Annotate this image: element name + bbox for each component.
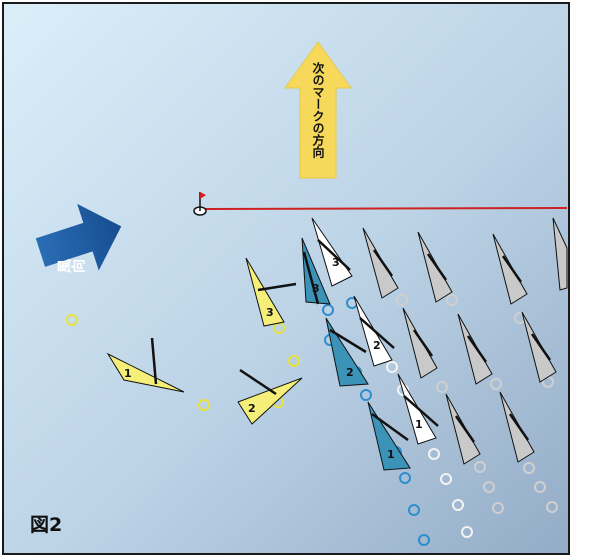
yellow-boat-2: 2 — [237, 368, 303, 425]
blue-boat-number: 1 — [387, 448, 395, 461]
gray-boat — [499, 391, 535, 463]
gray-boats — [362, 217, 568, 465]
yellow-boat-3: 3 — [245, 257, 297, 327]
blue-boat-number: 2 — [346, 366, 354, 379]
wind-arrow — [35, 203, 122, 271]
gray-boat — [402, 307, 438, 379]
blue-boat-3: 3 — [301, 237, 331, 305]
figure-label: 図2 — [30, 514, 63, 536]
water-background — [2, 2, 570, 555]
white-boat-number: 3 — [332, 256, 340, 269]
yellow-boat-number: 3 — [266, 306, 274, 319]
white-boat-2: 2 — [353, 295, 395, 367]
blue-boat-2: 2 — [325, 317, 369, 387]
blue-boat-1: 1 — [367, 401, 411, 471]
gray-boat — [492, 233, 528, 305]
start-line — [193, 192, 568, 216]
white-boat-number: 2 — [373, 339, 381, 352]
next-mark-arrow: 次のマークの方向 — [284, 41, 352, 179]
gray-boat — [457, 313, 493, 385]
gray-boat — [445, 393, 481, 465]
gray-boat — [521, 311, 557, 383]
yellow-boat-number: 2 — [248, 402, 256, 415]
white-boat-number: 1 — [415, 418, 423, 431]
red-flag — [200, 192, 206, 199]
white-boat-3: 3 — [311, 217, 353, 287]
yellow-boat-number: 1 — [124, 367, 132, 380]
white-boat-1: 1 — [397, 373, 439, 445]
gray-boat — [362, 227, 399, 299]
gray-wake-rings — [396, 294, 558, 514]
blue-boat-number: 3 — [312, 282, 320, 295]
wind-label: 風向 — [57, 259, 86, 275]
yellow-boat-1: 1 — [106, 337, 185, 393]
gray-boat — [417, 231, 453, 303]
next-mark-label: 次のマークの方向 — [311, 61, 325, 159]
gray-boat — [552, 217, 568, 291]
